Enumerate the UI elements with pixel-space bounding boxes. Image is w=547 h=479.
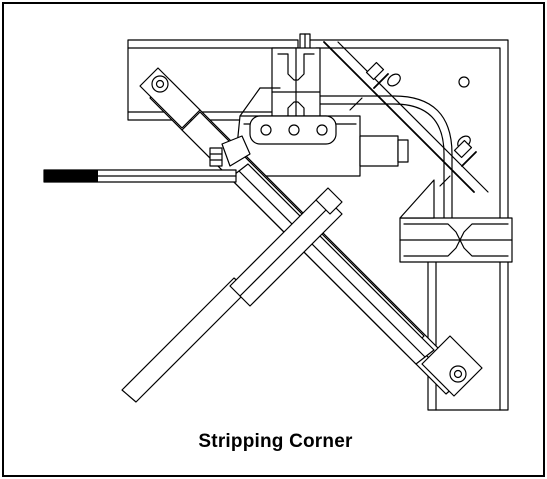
operating-rod — [43, 169, 237, 183]
figure-caption: Stripping Corner — [198, 431, 353, 452]
bracket-bolt-lower — [439, 139, 477, 187]
guide-hardware — [209, 135, 251, 167]
bracket-bolt-upper — [349, 61, 389, 111]
hydraulic-cylinder — [229, 163, 435, 365]
pin-link-plate — [249, 115, 337, 145]
upper-pivot-lug — [139, 67, 201, 129]
lower-pivot-lug — [421, 335, 483, 397]
right-extrusion-clip — [399, 179, 513, 263]
handle-bar — [121, 187, 343, 403]
stripping-corner-drawing — [43, 33, 513, 411]
